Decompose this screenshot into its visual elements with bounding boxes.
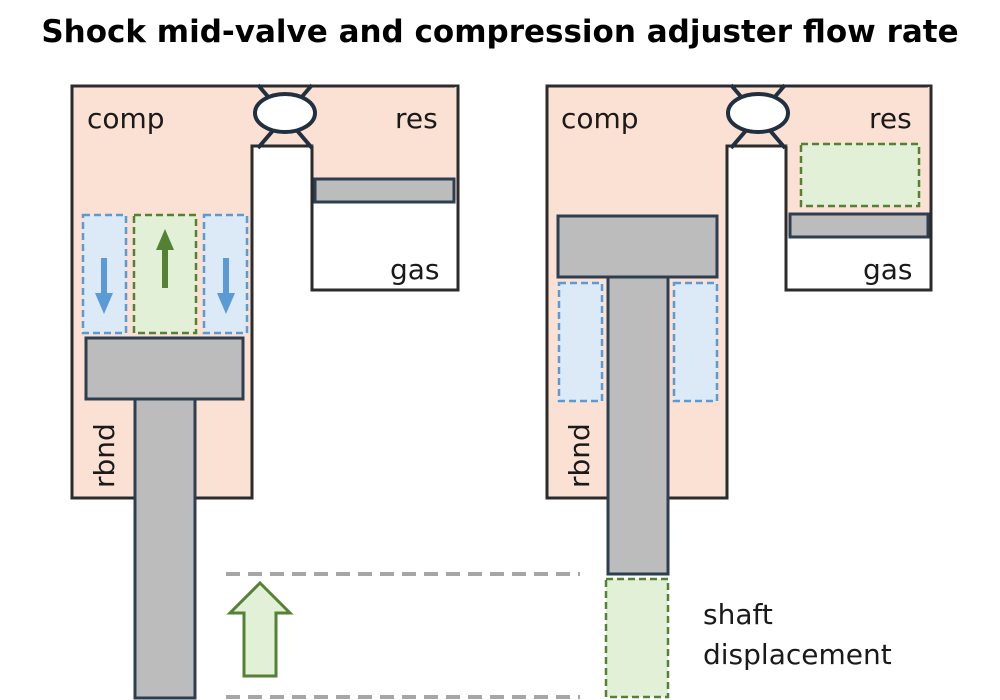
left-gas-label: gas xyxy=(390,253,440,286)
shaft-displacement-volume xyxy=(604,577,670,699)
right-comp-label: comp xyxy=(561,102,639,135)
left-down-arrow-icon xyxy=(217,258,235,314)
shaft-motion-up-arrow-icon xyxy=(226,580,294,678)
left-shaft xyxy=(133,397,197,700)
left-res-label: res xyxy=(395,102,438,135)
left-down-arrow-icon xyxy=(95,258,113,314)
annotation-shaft: shaft xyxy=(703,598,773,631)
right-rbnd-label: rbnd xyxy=(563,423,596,488)
left-comp-label: comp xyxy=(87,102,165,135)
diagram-title: Shock mid-valve and compression adjuster… xyxy=(41,14,959,50)
right-res-label: res xyxy=(869,102,912,135)
right-piston-head xyxy=(556,214,719,279)
left-up-arrow-icon xyxy=(156,229,174,288)
right-reservoir-displaced-fluid xyxy=(799,142,921,208)
right-compression-adjuster-icon xyxy=(726,83,790,150)
left-piston-head xyxy=(84,336,245,401)
left-compression-adjuster-icon xyxy=(253,83,317,150)
right-shaft xyxy=(606,275,670,576)
annotation-displacement: displacement xyxy=(703,638,892,671)
right-reservoir-piston xyxy=(788,212,930,239)
right-shock: comp res gas rbnd xyxy=(545,83,933,699)
left-rbnd-label: rbnd xyxy=(88,423,121,488)
left-gas-chamber xyxy=(313,200,457,289)
left-shock: comp res gas rbnd xyxy=(70,83,460,700)
right-gas-chamber xyxy=(787,236,930,289)
right-flow-box-2 xyxy=(672,281,719,403)
right-gas-label: gas xyxy=(863,253,913,286)
right-flow-box-1 xyxy=(557,281,604,403)
left-reservoir-piston xyxy=(313,177,456,204)
